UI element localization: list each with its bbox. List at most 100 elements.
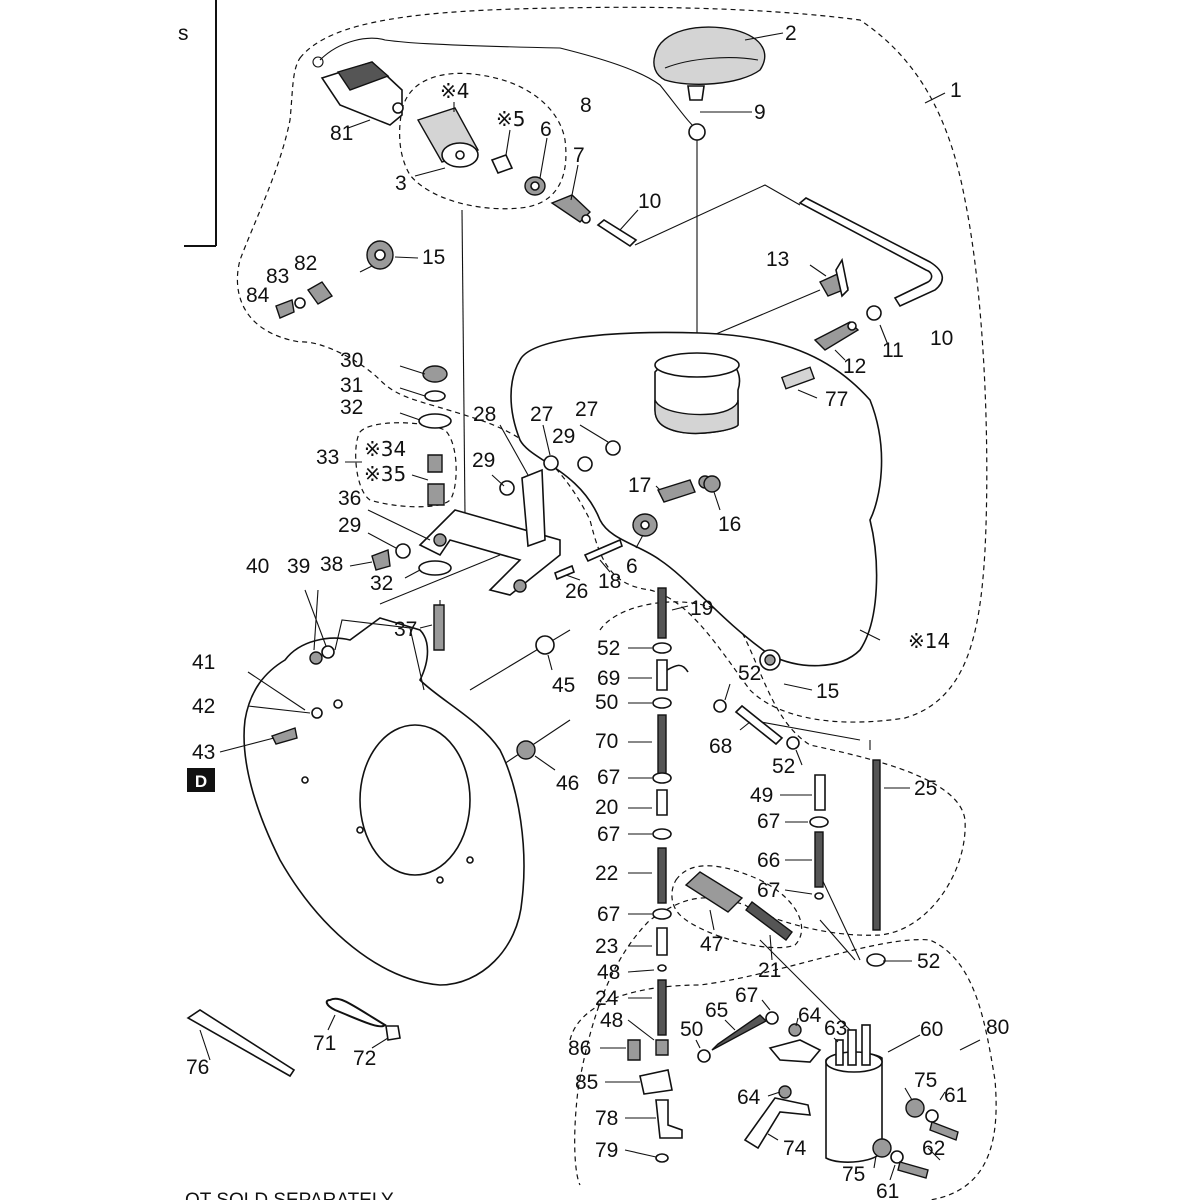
washer-29c — [395, 543, 411, 559]
vent-tube-25 — [872, 759, 881, 931]
washer-61b — [890, 1150, 904, 1164]
callout-17: 17 — [628, 474, 651, 497]
washer-29a — [577, 456, 593, 472]
callout-22: 22 — [595, 862, 618, 885]
callout-52b: 52 — [738, 662, 761, 685]
bushing-35 — [427, 483, 445, 506]
fitting-7 — [550, 194, 592, 224]
callout-37: 37 — [394, 618, 417, 641]
callout-34: ※34 — [364, 437, 406, 461]
bolt-82 — [306, 281, 334, 305]
washer-27a — [543, 455, 559, 471]
cap-72 — [385, 1025, 401, 1041]
fuel-cap-part — [653, 26, 766, 101]
callout-68: 68 — [709, 735, 732, 758]
callout-50a: 50 — [595, 691, 618, 714]
footer-note: OT SOLD SEPARATELY — [185, 1190, 394, 1200]
callout-20: 20 — [595, 796, 618, 819]
washer-32b — [418, 560, 452, 576]
callout-52d: 52 — [917, 950, 940, 973]
section-badge-label: D — [195, 772, 207, 791]
washer-32a — [418, 413, 452, 429]
oring-79 — [655, 1153, 669, 1163]
callout-15b: 15 — [816, 680, 839, 703]
callout-10b: 10 — [930, 327, 953, 350]
tether-ring — [312, 56, 324, 68]
callout-15a: 15 — [422, 246, 445, 269]
screw-84 — [275, 299, 295, 319]
callout-21: 21 — [758, 959, 781, 982]
callout-24: 24 — [595, 987, 619, 1010]
sleeve-47 — [684, 871, 744, 913]
callout-49: 49 — [750, 784, 773, 807]
washer-29b — [499, 480, 515, 496]
callout-85: 85 — [575, 1071, 598, 1094]
fuel-pump-part — [825, 1024, 883, 1163]
washer-27b — [605, 440, 621, 456]
callout-9: 9 — [754, 101, 766, 124]
hose-68 — [734, 704, 784, 746]
callout-41: 41 — [192, 651, 215, 674]
callout-28: 28 — [473, 403, 496, 426]
hose-66 — [814, 831, 824, 888]
callout-43: 43 — [192, 741, 215, 764]
callout-13: 13 — [766, 248, 789, 271]
fuel-line-boundary — [574, 601, 966, 1186]
callout-79: 79 — [595, 1139, 618, 1162]
sleeve-boundary — [671, 865, 803, 949]
nut-40 — [309, 651, 323, 665]
callout-63: 63 — [824, 1017, 847, 1040]
callout-29c: 29 — [338, 514, 361, 537]
callout-77: 77 — [825, 388, 848, 411]
clamp-67d — [814, 892, 824, 900]
callout-70: 70 — [595, 730, 618, 753]
bracket-85 — [639, 1069, 673, 1095]
callout-52a: 52 — [597, 637, 620, 660]
bracket-63 — [768, 1039, 822, 1063]
callout-29b: 29 — [472, 449, 495, 472]
callout-31: 31 — [340, 374, 363, 397]
hose-21 — [745, 901, 793, 941]
legend-box: s — [178, 0, 217, 247]
assembly-1-boundary — [236, 6, 988, 723]
callout-76: 76 — [186, 1056, 209, 1079]
clamp-50b — [697, 1049, 711, 1063]
spacer-75a — [905, 1098, 925, 1118]
callout-48b: 48 — [600, 1009, 623, 1032]
callout-62: 62 — [922, 1137, 945, 1160]
callout-23: 23 — [595, 935, 618, 958]
callout-32b: 32 — [370, 572, 393, 595]
callout-80: 80 — [986, 1016, 1009, 1039]
callout-67c: 67 — [597, 823, 620, 846]
bracket-36 — [418, 509, 561, 596]
washer-31 — [424, 390, 446, 402]
callout-48a: 48 — [597, 961, 620, 984]
callout-72: 72 — [353, 1047, 376, 1070]
callout-65: 65 — [705, 999, 728, 1022]
valve-78 — [655, 1099, 683, 1139]
bolt-61 — [897, 1161, 929, 1179]
grommet-6a — [524, 176, 546, 196]
callout-16: 16 — [718, 513, 741, 536]
nut-64a — [788, 1023, 802, 1037]
callout-36: 36 — [338, 487, 361, 510]
callout-30: 30 — [340, 349, 363, 372]
washer-42 — [311, 707, 323, 719]
bolt-38 — [371, 549, 391, 571]
callout-83: 83 — [266, 265, 289, 288]
callout-2: 2 — [785, 22, 797, 45]
callout-14: ※14 — [908, 629, 950, 653]
callout-61b: 61 — [876, 1180, 899, 1200]
cap-tether — [319, 37, 701, 133]
washer-46 — [516, 740, 536, 760]
callout-27b: 27 — [575, 398, 598, 421]
bracket-28 — [521, 468, 546, 548]
callout-29a: 29 — [552, 425, 575, 448]
grommet-15a — [366, 240, 394, 270]
callout-74: 74 — [783, 1137, 807, 1160]
label-77 — [780, 366, 816, 390]
callout-6b: 6 — [626, 555, 638, 578]
fuel-pump-boundary — [569, 938, 997, 1200]
callout-52c: 52 — [772, 755, 795, 778]
